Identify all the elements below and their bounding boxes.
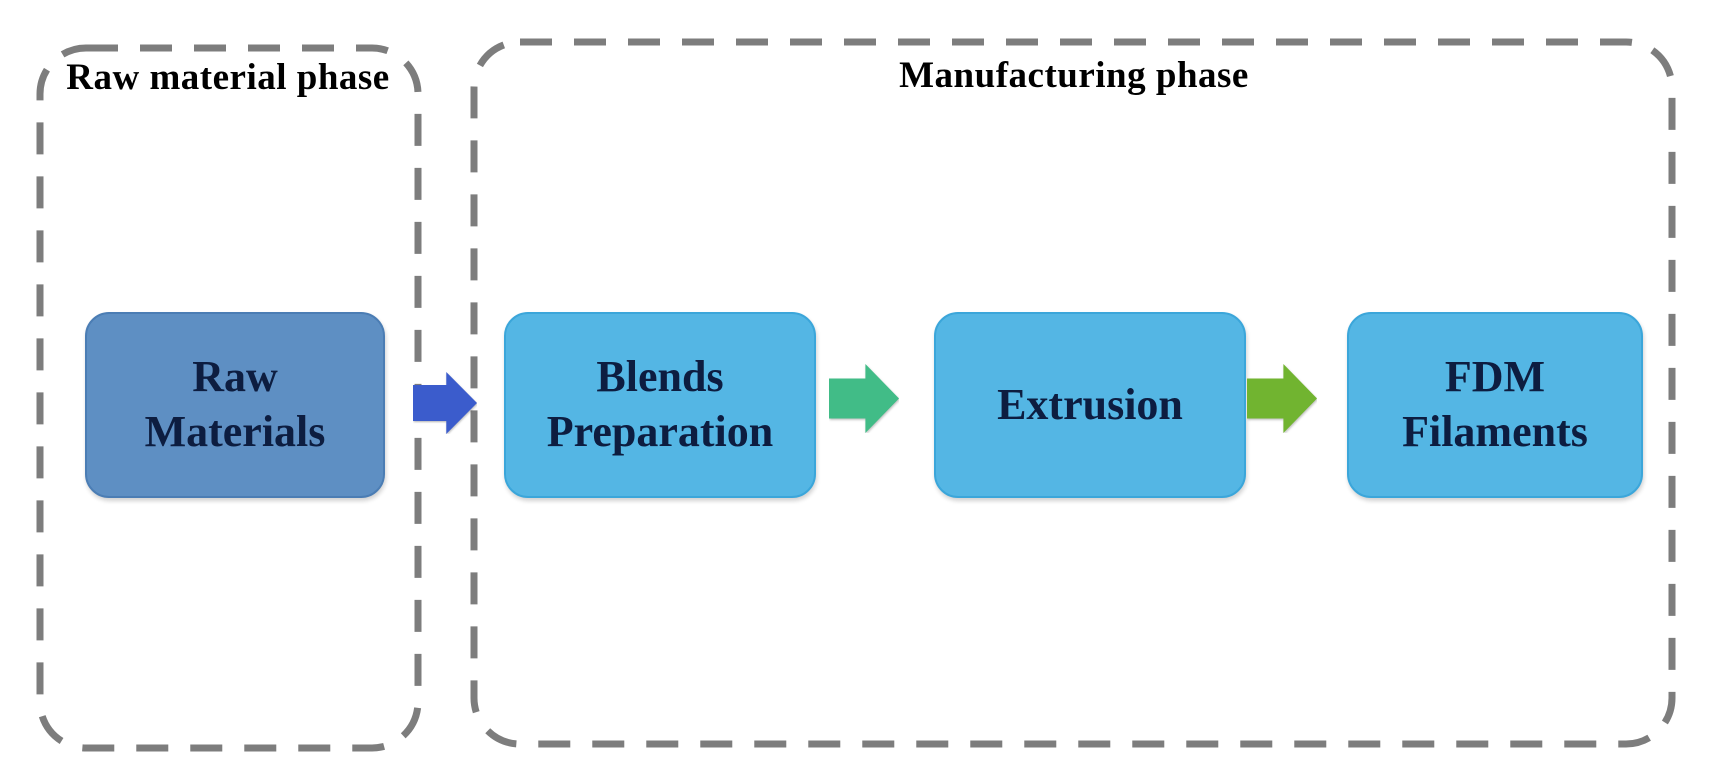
arrow-right-icon — [1247, 364, 1317, 433]
arrow-right-icon — [413, 372, 477, 434]
arrow-extrusion-to-fdm — [1247, 364, 1317, 433]
arrow-blends-to-extrusion — [829, 364, 899, 433]
arrow-raw-to-blends — [413, 372, 477, 434]
node-extrusion: Extrusion — [934, 312, 1246, 498]
node-blends-preparation: Blends Preparation — [504, 312, 816, 498]
phase-label-manufacturing: Manufacturing phase — [899, 55, 1249, 96]
node-raw-materials: Raw Materials — [85, 312, 385, 498]
arrow-right-icon — [829, 364, 899, 433]
node-fdm-filaments: FDM Filaments — [1347, 312, 1643, 498]
phase-label-raw-material: Raw material phase — [66, 57, 390, 98]
